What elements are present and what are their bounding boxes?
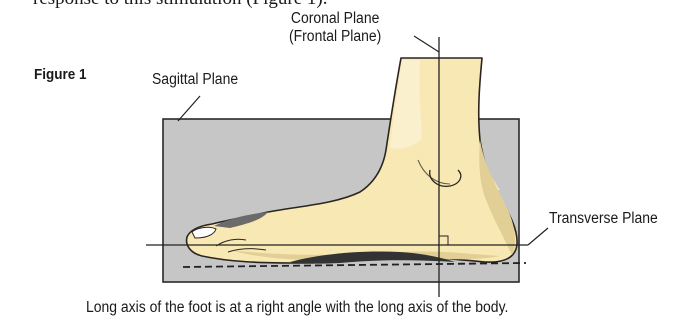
sagittal-plane-leader	[178, 96, 200, 121]
figure-caption: Long axis of the foot is at a right angl…	[86, 299, 508, 317]
coronal-plane-leader	[414, 36, 439, 52]
transverse-plane-leader	[528, 228, 548, 245]
